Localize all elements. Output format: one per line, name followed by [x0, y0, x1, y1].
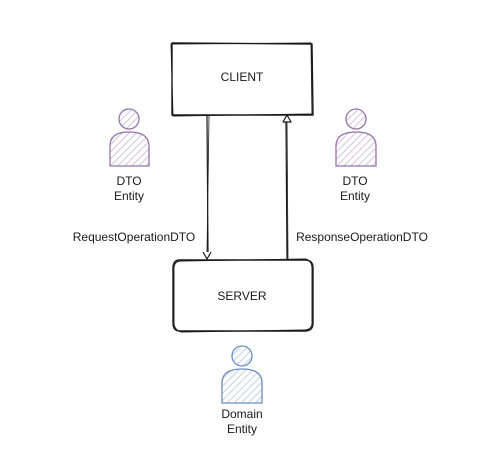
response-label: ResponseOperationDTO — [296, 230, 428, 244]
bottom-actor-icon — [221, 345, 263, 404]
client-label: CLIENT — [221, 70, 264, 84]
server-node[interactable]: SERVER — [172, 258, 314, 333]
right-actor-label-line2: Entity — [340, 189, 370, 203]
request-arrow — [202, 115, 212, 260]
bottom-actor-label-line1: Domain — [221, 407, 262, 421]
bottom-actor-label-line2: Entity — [227, 422, 257, 436]
right-actor-icon — [335, 108, 377, 167]
left-actor-label-line2: Entity — [114, 189, 144, 203]
server-label: SERVER — [217, 289, 266, 303]
left-actor-icon — [109, 108, 150, 167]
client-node[interactable]: CLIENT — [170, 42, 314, 117]
left-actor-label-line1: DTO — [116, 174, 141, 188]
request-label: RequestOperationDTO — [73, 230, 196, 244]
response-arrow — [282, 114, 292, 260]
right-actor-label-line1: DTO — [342, 174, 367, 188]
